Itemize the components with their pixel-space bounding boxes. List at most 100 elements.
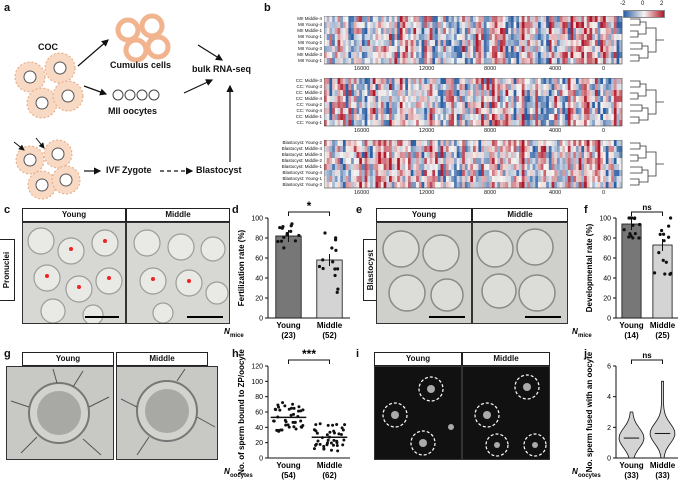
heatmap-cell — [608, 90, 612, 96]
heatmap-cell — [519, 90, 523, 96]
heatmap-cell — [562, 52, 566, 58]
heatmap-cell — [345, 182, 349, 188]
heatmap-cell — [502, 108, 506, 114]
heatmap-cell — [380, 158, 384, 164]
heatmap-cell — [613, 120, 617, 126]
heatmap-cell — [491, 170, 495, 176]
heatmap-cell — [608, 34, 612, 40]
panel-label-h: h — [232, 348, 239, 360]
heatmap-cell — [581, 182, 585, 188]
heatmap-cell — [370, 158, 374, 164]
data-point — [314, 423, 318, 427]
heatmap-cell — [494, 78, 498, 84]
heatmap-cell — [500, 78, 504, 84]
heatmap-cell — [586, 152, 590, 158]
heatmap-cell — [437, 140, 441, 146]
heatmap-cell — [356, 84, 360, 90]
heatmap-cell — [364, 152, 368, 158]
heatmap-cell — [548, 22, 552, 28]
heatmap-cell — [456, 58, 460, 64]
heatmap-cell — [367, 102, 371, 108]
heatmap-cell — [584, 16, 588, 22]
heatmap-cell — [353, 84, 357, 90]
heatmap-cell — [513, 78, 517, 84]
heatmap-cell — [513, 46, 517, 52]
heatmap-cell — [399, 96, 403, 102]
heatmap-xtick: 8000 — [484, 190, 497, 196]
heatmap-cell — [337, 34, 341, 40]
heatmap-cell — [554, 90, 558, 96]
heatmap-cell — [613, 182, 617, 188]
heatmap-cell — [407, 78, 411, 84]
heatmap-cell — [554, 78, 558, 84]
heatmap-cell — [462, 34, 466, 40]
heatmap-cell — [592, 22, 596, 28]
heatmap-cell — [475, 182, 479, 188]
heatmap-cell — [473, 176, 477, 182]
heatmap-cell — [516, 102, 520, 108]
e-young-image — [376, 222, 472, 324]
heatmap-cell — [494, 146, 498, 152]
heatmap-xtick: 0 — [602, 128, 606, 134]
heatmap-cell — [353, 22, 357, 28]
heatmap-cell — [372, 96, 376, 102]
heatmap-cell — [359, 40, 363, 46]
panel-label-c: c — [4, 204, 11, 216]
heatmap-cell — [597, 28, 601, 34]
heatmap-cell — [459, 52, 463, 58]
heatmap-cell — [481, 78, 485, 84]
heatmap-cell — [510, 108, 514, 114]
heatmap-cell — [445, 140, 449, 146]
heatmap-cell — [489, 28, 493, 34]
heatmap-cell — [332, 58, 336, 64]
heatmap-cell — [361, 114, 365, 120]
heatmap-cell — [556, 164, 560, 170]
heatmap-cell — [486, 90, 490, 96]
heatmap-cell — [359, 78, 363, 84]
heatmap-cell — [540, 52, 544, 58]
heatmap-cell — [486, 28, 490, 34]
heatmap-cell — [340, 146, 344, 152]
heatmap-cell — [383, 108, 387, 114]
heatmap-cell — [551, 40, 555, 46]
heatmap-cell — [559, 164, 563, 170]
heatmap-cell — [380, 146, 384, 152]
heatmap-cell — [375, 40, 379, 46]
heatmap-cell — [527, 114, 531, 120]
heatmap-cell — [324, 164, 328, 170]
heatmap-cell — [475, 16, 479, 22]
data-point — [629, 234, 633, 238]
heatmap-cell — [378, 52, 382, 58]
y-axis-label: No. sperm fused with an oocyte — [585, 351, 594, 472]
heatmap-cell — [556, 176, 560, 182]
heatmap-cell — [508, 164, 512, 170]
heatmap-cell — [397, 46, 401, 52]
data-point — [287, 425, 291, 429]
heatmap-cell — [356, 120, 360, 126]
category-label: Young — [619, 461, 643, 470]
heatmap-cell — [345, 58, 349, 64]
heatmap-cell — [405, 40, 409, 46]
heatmap-cell — [329, 52, 333, 58]
heatmap-cell — [329, 58, 333, 64]
heatmap-cell — [565, 40, 569, 46]
heatmap-cell — [559, 146, 563, 152]
heatmap-cell — [324, 140, 328, 146]
heatmap-cell — [619, 46, 623, 52]
heatmap-cell — [459, 164, 463, 170]
heatmap-cell — [329, 22, 333, 28]
heatmap-cell — [426, 46, 430, 52]
heatmap-cell — [464, 40, 468, 46]
heatmap-cell — [619, 90, 623, 96]
heatmap-cell — [337, 140, 341, 146]
heatmap-cell — [575, 22, 579, 28]
heatmap-cell — [451, 84, 455, 90]
heatmap-cell — [489, 108, 493, 114]
heatmap-cell — [567, 22, 571, 28]
heatmap-cell — [340, 40, 344, 46]
heatmap-cell — [351, 40, 355, 46]
heatmap-cell — [527, 16, 531, 22]
heatmap-cell — [356, 140, 360, 146]
heatmap-cell — [356, 170, 360, 176]
heatmap-cell — [543, 108, 547, 114]
